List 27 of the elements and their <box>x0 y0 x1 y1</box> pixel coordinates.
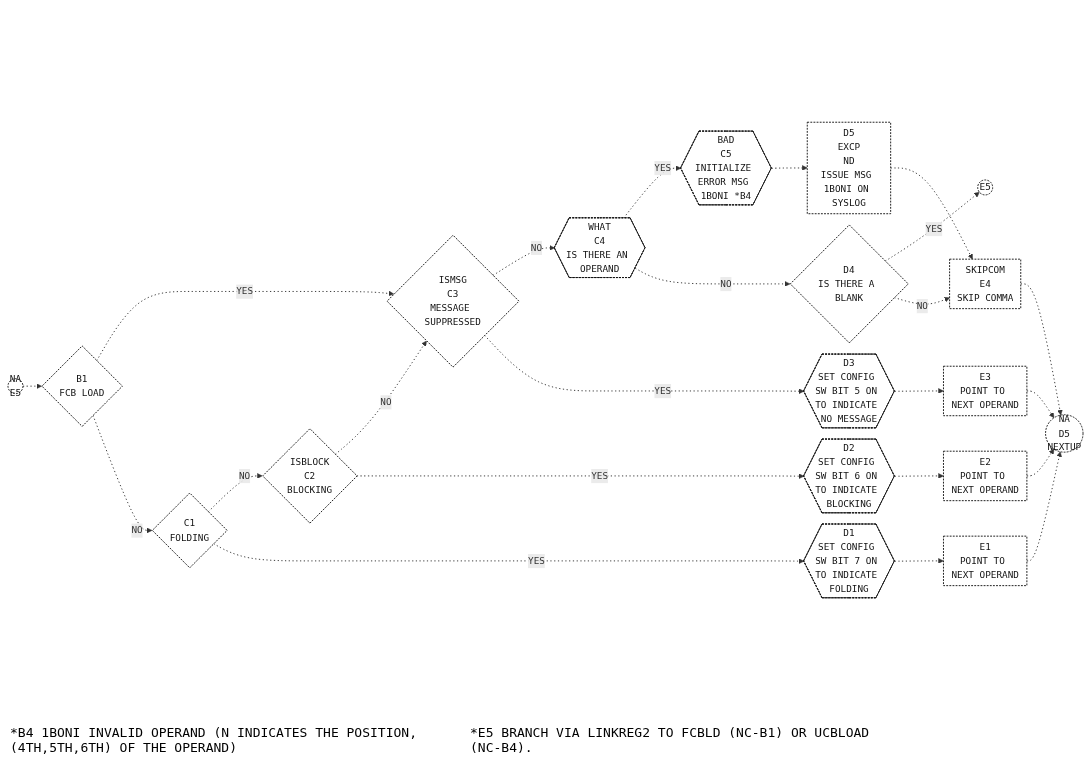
edge-label: NO <box>379 395 392 408</box>
node-circle: E5 <box>976 178 993 195</box>
node-box: D5 EXCP ND ISSUE MSG 1BONI ON SYSLOG <box>806 121 891 214</box>
edge-label: NO <box>719 277 732 289</box>
edge-label: YES <box>925 222 942 234</box>
edge-label: YES <box>653 161 671 173</box>
node-diamond: ISMSG C3 MESSAGE SUPPRESSED <box>386 234 519 368</box>
edge-label: NO <box>130 524 143 536</box>
edge-label: YES <box>653 384 671 396</box>
node-box: E2 POINT TO NEXT OPERAND <box>942 450 1027 501</box>
node-diamond: ISBLOCK C2 BLOCKING <box>261 427 358 524</box>
edge-label: NO <box>238 469 250 481</box>
node-box: E3 POINT TO NEXT OPERAND <box>942 365 1027 416</box>
node-circle: NA D5 NEXTUP <box>1044 413 1083 453</box>
note-text: *E5 BRANCH VIA LINKREG2 TO FCBLD (NC-B1) OR UCBLOAD (NC-B4). <box>470 725 871 755</box>
edge-label: YES <box>235 285 253 297</box>
edge-label: NO <box>530 241 542 253</box>
node-diamond: C1 FOLDING <box>151 492 228 568</box>
edge-label: YES <box>527 554 545 566</box>
node-diamond: D4 IS THERE A BLANK <box>789 223 909 343</box>
edge-label: NO <box>916 299 928 311</box>
edge-label: YES <box>590 469 608 481</box>
node-box: SKIPCOM E4 SKIP COMMA <box>948 258 1021 309</box>
node-circle: NA E5 <box>7 377 23 394</box>
note-text: *B4 1BONI INVALID OPERAND (N INDICATES THE POSITION, (4TH,5TH,6TH) OF THE OPERAND) <box>10 725 418 755</box>
node-box: E1 POINT TO NEXT OPERAND <box>942 535 1027 586</box>
node-diamond: B1 FCB LOAD <box>40 344 123 427</box>
